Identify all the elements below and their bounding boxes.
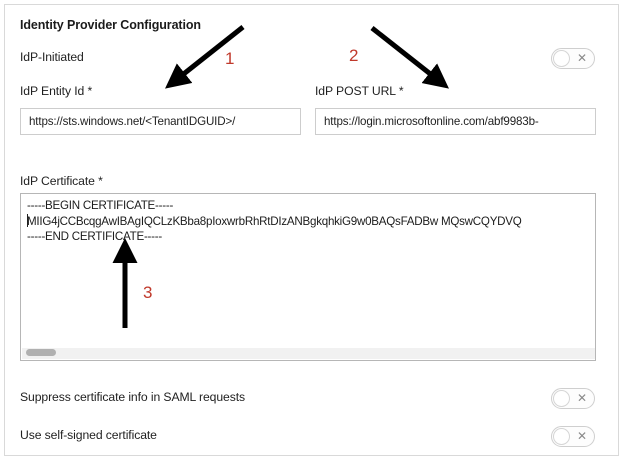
annotation-number-3: 3 — [143, 283, 153, 302]
idp-post-url-input[interactable]: https://login.microsoftonline.com/abf998… — [315, 108, 596, 135]
certificate-text: -----BEGIN CERTIFICATE----- MIIG4jCCBcqg… — [27, 199, 522, 243]
page-title: Identity Provider Configuration — [20, 18, 201, 32]
annotation-number-1: 1 — [225, 49, 235, 68]
suppress-cert-info-toggle[interactable]: ✕ — [551, 388, 595, 409]
scrollbar-thumb[interactable] — [26, 349, 56, 356]
idp-entity-id-input[interactable]: https://sts.windows.net/<TenantIDGUID>/ — [20, 108, 301, 135]
identity-provider-config-card: Identity Provider Configuration IdP-Init… — [4, 4, 619, 456]
suppress-cert-info-label: Suppress certificate info in SAML reques… — [20, 390, 245, 404]
toggle-knob — [553, 390, 570, 407]
idp-initiated-toggle[interactable]: ✕ — [551, 48, 595, 69]
text-caret — [27, 214, 28, 227]
toggle-knob — [553, 50, 570, 67]
horizontal-scrollbar[interactable] — [22, 348, 595, 359]
idp-entity-id-label: IdP Entity Id * — [20, 84, 93, 98]
close-x-icon: ✕ — [576, 391, 587, 405]
idp-post-url-label: IdP POST URL * — [315, 84, 404, 98]
annotation-number-2: 2 — [349, 46, 359, 65]
idp-certificate-label: IdP Certificate * — [20, 174, 103, 188]
self-signed-cert-label: Use self-signed certificate — [20, 428, 157, 442]
idp-certificate-textarea[interactable]: -----BEGIN CERTIFICATE----- MIIG4jCCBcqg… — [20, 193, 596, 361]
toggle-knob — [553, 428, 570, 445]
close-x-icon: ✕ — [576, 429, 587, 443]
close-x-icon: ✕ — [576, 51, 587, 65]
idp-initiated-label: IdP-Initiated — [20, 50, 84, 64]
self-signed-cert-toggle[interactable]: ✕ — [551, 426, 595, 447]
